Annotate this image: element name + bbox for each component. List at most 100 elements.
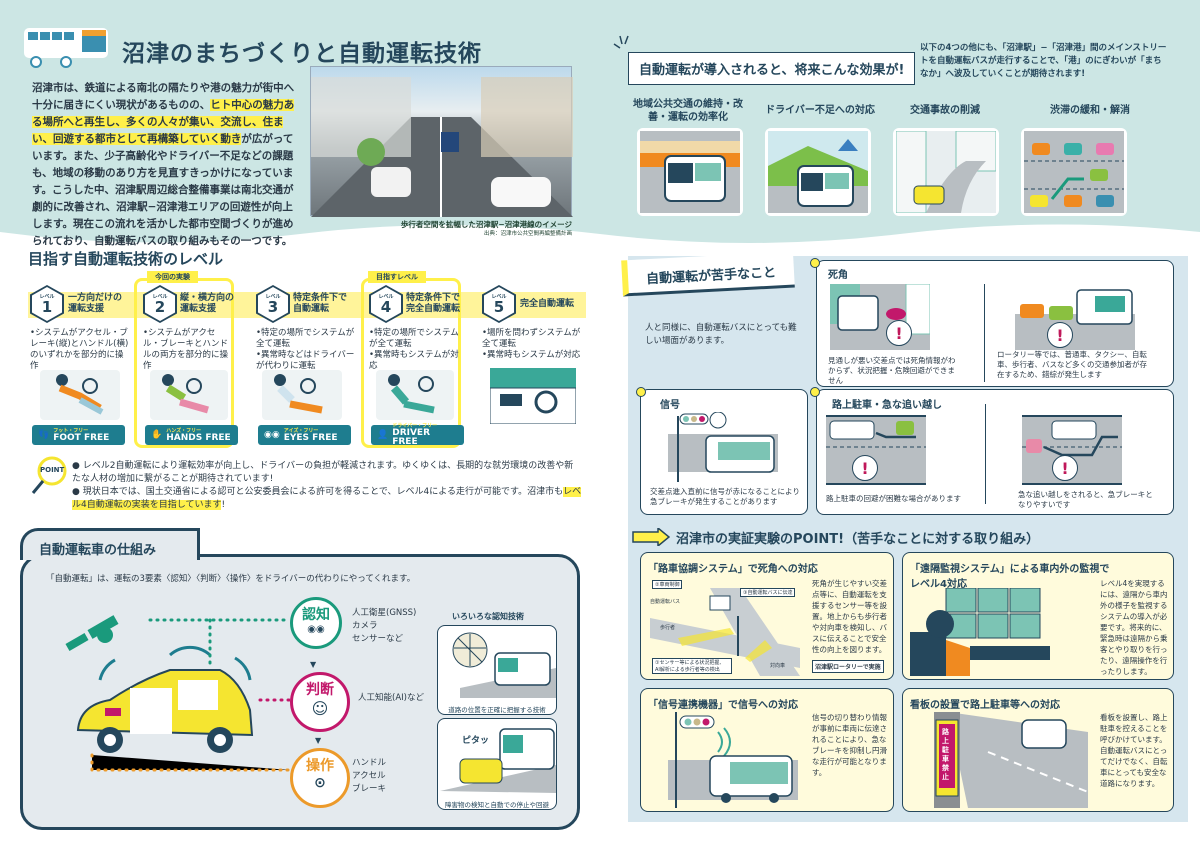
level-prefix: レベル bbox=[152, 294, 168, 300]
arrow-down-icon: ▼ bbox=[315, 736, 322, 745]
effects-note: 以下の4つの他にも、「沼津駅」−「沼津港」間のメインストリートを自動運転バスが走… bbox=[920, 43, 1167, 79]
page-title: 沼津のまちづくりと自動運転技術 bbox=[122, 41, 482, 67]
blind-spot-illustration-right: ! bbox=[1015, 284, 1135, 350]
mechanism-title: 自動運転車の仕組み bbox=[39, 543, 157, 558]
effect-title: 渋滞の緩和・解消 bbox=[1050, 105, 1130, 116]
spark-icon bbox=[610, 32, 630, 52]
target-tag: 目指すレベル bbox=[368, 271, 426, 283]
badge-en: HANDS FREE bbox=[166, 432, 231, 443]
effect-image-accident-reduction bbox=[893, 128, 999, 216]
signboard-illustration: 路上駐車禁止 bbox=[928, 712, 1089, 808]
trial-heading: 沼津市の実証実験のPOINT!（苦手なことに対する取り組み） bbox=[676, 532, 1040, 547]
blind-spot-left-text: 見通しが悪い交差点では死角情報がわからず、状況把握・危険回避ができません bbox=[828, 356, 956, 385]
step-operation: 操作⊙ bbox=[290, 748, 350, 808]
warning-icon: ! bbox=[1052, 455, 1078, 481]
intro-part: が広がっています。また、少子高齢化やドライバー不足などの課題も、地域の移動のあり… bbox=[32, 133, 294, 247]
photo-caption: 歩行者空間を拡幅した沼津駅−沼津港線のイメージ bbox=[400, 220, 572, 229]
parking-illustration-left: ! bbox=[826, 415, 926, 485]
effect-image-public-transit bbox=[637, 128, 743, 216]
step-label: 判断 bbox=[306, 682, 334, 698]
intro-part: 沼津市は、鉄道による南北の隔たりや港の魅力が街中へ十分に届きにくい現状があるもの… bbox=[32, 82, 295, 111]
eyes-icon: ◉◉ bbox=[264, 430, 280, 440]
parking-title: 路上駐車・急な追い越し bbox=[832, 400, 942, 411]
effect-image-driver-shortage bbox=[765, 128, 871, 216]
tech-card-positioning: 道路の位置を正確に把握する技術 bbox=[437, 625, 557, 715]
level-1-desc: •システムがアクセル・ブレーキ(縦)とハンドル(横)のいずれかを部分的に操作 bbox=[30, 328, 129, 371]
divider bbox=[984, 284, 985, 382]
level-prefix: レベル bbox=[378, 294, 394, 300]
trial-text: 看板を設置し、路上駐車を控えることを呼びかけています。自動運転バスにとってだけで… bbox=[1100, 713, 1168, 788]
arrow-down-icon: ▼ bbox=[310, 660, 317, 669]
point-item: ● レベル2自動運転により運転効率が向上し、ドライバーの負担が軽減されます。ゆく… bbox=[72, 461, 574, 484]
trial-note: 沼津駅ロータリーで実施 bbox=[812, 660, 884, 673]
diagram-label: 対向車 bbox=[770, 663, 786, 669]
step-detail: 人工衛星(GNSS) カメラ センサーなど bbox=[352, 608, 417, 644]
level-5-name: 完全自動運転 bbox=[520, 299, 575, 309]
point-magnifier-icon: POINT bbox=[30, 456, 70, 496]
level-number: 5 bbox=[493, 298, 505, 316]
magnifier-icon bbox=[636, 387, 646, 397]
level-1-illustration bbox=[40, 370, 120, 420]
level-5-illustration bbox=[489, 368, 577, 425]
level-prefix: レベル bbox=[491, 294, 507, 300]
divider bbox=[985, 404, 986, 504]
badge-jp: アイズ・フリー bbox=[283, 427, 319, 434]
step-label: 認知 bbox=[302, 607, 330, 623]
level-5-desc: •場所を問わずシステムが全て運転 •異常時もシステムが対応 bbox=[482, 328, 581, 360]
trial-title: 「信号連携機器」で信号への対応 bbox=[648, 700, 798, 711]
level-3-illustration bbox=[262, 370, 342, 420]
point-label: POINT bbox=[40, 466, 65, 474]
parking-left-text: 路上駐車の回避が困難な場合があります bbox=[826, 494, 961, 503]
level-prefix: レベル bbox=[39, 294, 55, 300]
effect-title: ドライバー不足への対応 bbox=[765, 105, 875, 116]
hand-icon: ✋ bbox=[151, 430, 163, 440]
step-detail: 人工知能(AI)など bbox=[358, 693, 424, 703]
point-item: ● 現状日本では、国土交通省による認可と公安委員会による許可を得ることで、レベル… bbox=[72, 487, 582, 510]
eyes-icon: ◉◉ bbox=[307, 624, 325, 635]
diagram-label: 自動運転バス bbox=[650, 599, 681, 605]
warning-icon: ! bbox=[852, 455, 878, 481]
trial-text: 死角が生じやすい交差点等に、自動運転を支援するセンサー等を設置。地上からも歩行者… bbox=[812, 579, 887, 654]
satellite-icon bbox=[65, 615, 119, 651]
level-2-desc: •システムがアクセル・ブレーキとハンドルの両方を部分的に操作 bbox=[143, 328, 229, 371]
blind-spot-title: 死角 bbox=[828, 270, 848, 281]
parking-illustration-right: ! bbox=[1022, 415, 1122, 485]
level-4-name: 特定条件下で完全自動運転 bbox=[406, 293, 461, 314]
effect-image-congestion-relief bbox=[1021, 128, 1127, 216]
tech-card-obstacle: ピタッ 障害物の検知と自動での停止や回避 bbox=[437, 718, 557, 810]
street-image bbox=[310, 66, 573, 217]
step-recognition: 認知◉◉ bbox=[290, 597, 342, 649]
parking-right-text: 急な追い越しをされると、急ブレーキとなりやすいです bbox=[1018, 490, 1153, 509]
badge-en: FOOT FREE bbox=[53, 432, 110, 443]
badge-en: DRIVER FREE bbox=[392, 428, 431, 447]
blind-spot-right-text: ロータリー等では、普通車、タクシー、自転車、歩行者、バスなど多くの交通参加者が存… bbox=[997, 350, 1147, 379]
badge-en: EYES FREE bbox=[283, 432, 338, 443]
level-3-desc: •特定の場所でシステムが全て運転 •異常時などはドライバーが代わりに運転 bbox=[256, 328, 355, 371]
badge-jp: ドライバー・フリー bbox=[392, 423, 438, 429]
level-number: 2 bbox=[154, 298, 166, 316]
level-3-name: 特定条件下で自動運転 bbox=[293, 293, 348, 314]
level-number: 3 bbox=[267, 298, 279, 316]
diagram-label: ③自動運転バスに伝達 bbox=[740, 588, 796, 597]
step-detail: ハンドル アクセル ブレーキ bbox=[352, 758, 387, 794]
level-2-illustration bbox=[150, 370, 228, 420]
trial-text: レベル4を実現するには、遠隔から車内外の様子を監視するシステムの導入が必要です。… bbox=[1100, 579, 1168, 676]
trial-title: 「遠隔監視システム」による車内外の監視でレベル4対応 bbox=[910, 564, 1110, 590]
trial-text: 信号の切り替わり情報が事前に車両に伝達されることにより、急なブレーキを抑制し円滑… bbox=[812, 713, 887, 777]
remote-monitor-illustration bbox=[910, 587, 1060, 676]
point-list: ● レベル2自動運転により運転効率が向上し、ドライバーの負担が軽減されます。ゆく… bbox=[72, 460, 582, 512]
foot-icon: 👣 bbox=[38, 430, 50, 440]
tech-caption: 障害物の検知と自動での停止や回避 bbox=[445, 801, 549, 809]
magnifier-icon bbox=[810, 258, 820, 268]
no-parking-sign: 路上駐車禁止 bbox=[942, 728, 949, 781]
effects-bubble: 自動運転が導入されると、将来こんな効果が! bbox=[628, 52, 916, 85]
warning-icon: ! bbox=[886, 320, 912, 346]
